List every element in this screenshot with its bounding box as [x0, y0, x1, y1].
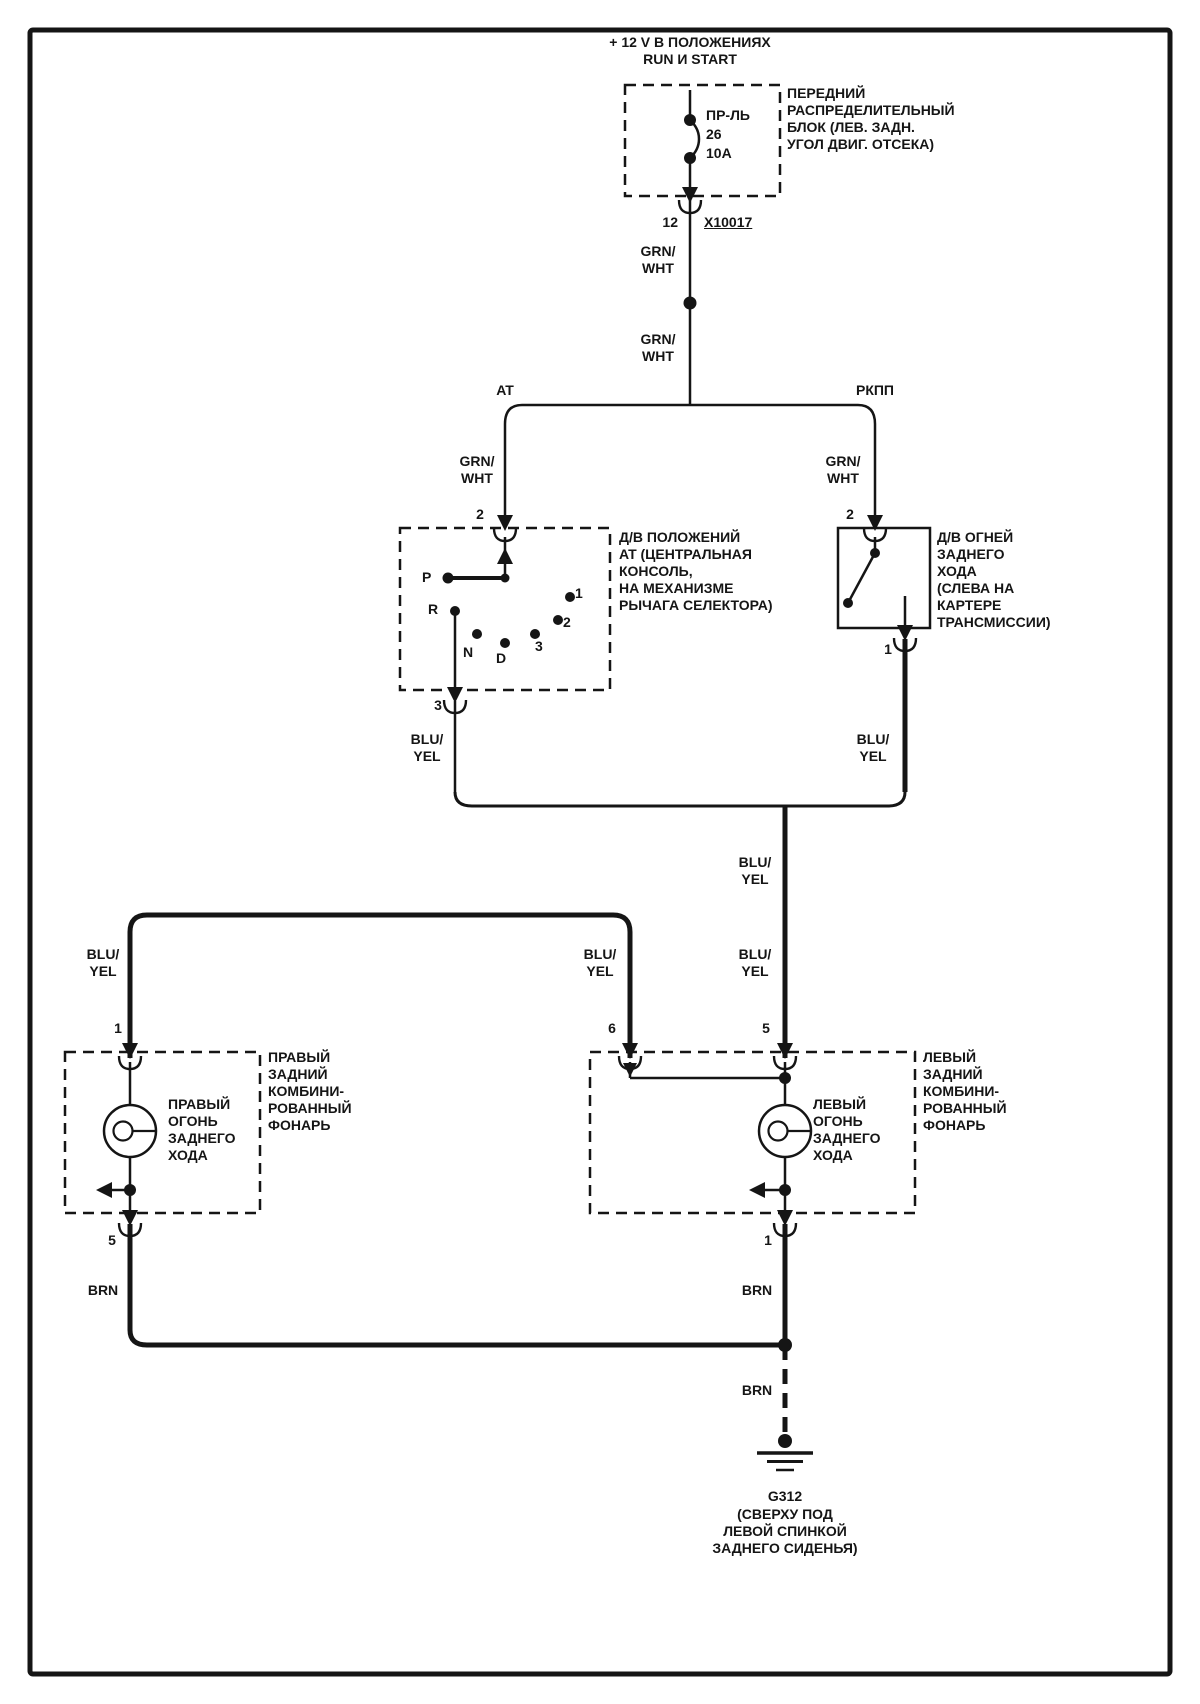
at-position-3: 3 [535, 638, 543, 654]
page-frame [27, 27, 1173, 1677]
at-position-d: D [496, 650, 507, 666]
right-rear-lamp-box [63, 1050, 262, 1238]
wire-label-blu-yel-main-1: BLU/ YEL [738, 854, 772, 887]
at-switch-label: Д/В ПОЛОЖЕНИЙ AT (ЦЕНТРАЛЬНАЯ КОНСОЛЬ, Н… [619, 529, 773, 613]
wire-label-grn-wht-left: GRN/ WHT [459, 453, 495, 486]
fuse-box-label: ПЕРЕДНИЙ РАСПРЕДЕЛИТЕЛЬНЫЙ БЛОК (ЛЕВ. ЗА… [787, 85, 955, 152]
left-lamp-inner-label: ЛЕВЫЙ ОГОНЬ ЗАДНЕГО ХОДА [813, 1096, 881, 1163]
ground-id: G312 [767, 1488, 803, 1504]
ground-location-label: (СВЕРХУ ПОД ЛЕВОЙ СПИНКОЙ ЗАДНЕГО СИДЕНЬ… [712, 1506, 858, 1556]
at-switch-box [398, 513, 612, 715]
ground-symbol [757, 1434, 813, 1472]
left-lamp-pin-out: 1 [764, 1232, 772, 1248]
connector-pin-12: 12 [662, 214, 678, 230]
wire-label-blu-yel-right: BLU/ YEL [856, 731, 890, 764]
reverse-switch-box [836, 513, 932, 653]
reverse-switch-pin-out: 1 [884, 641, 892, 657]
right-lamp-pin-out: 5 [108, 1232, 116, 1248]
branch-label-at: AT [496, 382, 514, 398]
right-lamp-pin-in: 1 [114, 1020, 122, 1036]
right-lamp-inner-label: ПРАВЫЙ ОГОНЬ ЗАДНЕГО ХОДА [168, 1096, 236, 1163]
wire-label-grn-wht-1: GRN/ WHT [640, 243, 676, 276]
left-lamp-pin-6: 6 [608, 1020, 616, 1036]
reverse-switch-label: Д/В ОГНЕЙ ЗАДНЕГО ХОДА (СЛЕВА НА КАРТЕРЕ… [937, 529, 1051, 630]
wire-blu-yel-merge [453, 639, 908, 1058]
wire-grn-wht-main [503, 196, 877, 528]
at-position-2: 2 [563, 614, 571, 630]
wire-brn [127, 1224, 792, 1434]
wire-label-brn-right: BRN [741, 1282, 773, 1298]
wire-blu-yel-feeder [117, 912, 798, 1071]
branch-label-rkpp: РКПП [855, 382, 894, 398]
reverse-switch-pin-in: 2 [846, 506, 854, 522]
wire-label-brn-left: BRN [87, 1282, 119, 1298]
fuse-box [623, 83, 782, 198]
wire-label-brn-ground: BRN [741, 1382, 773, 1398]
wire-label-grn-wht-right: GRN/ WHT [825, 453, 861, 486]
fuse-label: ПР-ЛЬ 26 10А [706, 107, 750, 161]
at-position-r: R [428, 601, 439, 617]
wire-label-blu-yel-pin5: BLU/ YEL [738, 946, 772, 979]
at-position-n: N [463, 644, 474, 660]
at-position-p: P [422, 569, 432, 585]
power-source-label: + 12 V В ПОЛОЖЕНИЯХ RUN И START [609, 34, 771, 67]
left-lamp-pin-5: 5 [762, 1020, 770, 1036]
left-lamp-outer-label: ЛЕВЫЙ ЗАДНИЙ КОМБИНИ- РОВАННЫЙ ФОНАРЬ [923, 1049, 1007, 1133]
at-switch-pin-in: 2 [476, 506, 484, 522]
wire-label-grn-wht-2: GRN/ WHT [640, 331, 676, 364]
at-position-1: 1 [575, 585, 583, 601]
wire-label-blu-yel-lamp-right: BLU/ YEL [86, 946, 120, 979]
connector-id-x10017: X10017 [704, 214, 753, 230]
wire-label-blu-yel-pin6: BLU/ YEL [583, 946, 617, 979]
wire-label-blu-yel-left: BLU/ YEL [410, 731, 444, 764]
right-lamp-outer-label: ПРАВЫЙ ЗАДНИЙ КОМБИНИ- РОВАННЫЙ ФОНАРЬ [268, 1049, 352, 1133]
at-switch-pin-out: 3 [434, 697, 442, 713]
left-rear-lamp-box [588, 1050, 917, 1238]
